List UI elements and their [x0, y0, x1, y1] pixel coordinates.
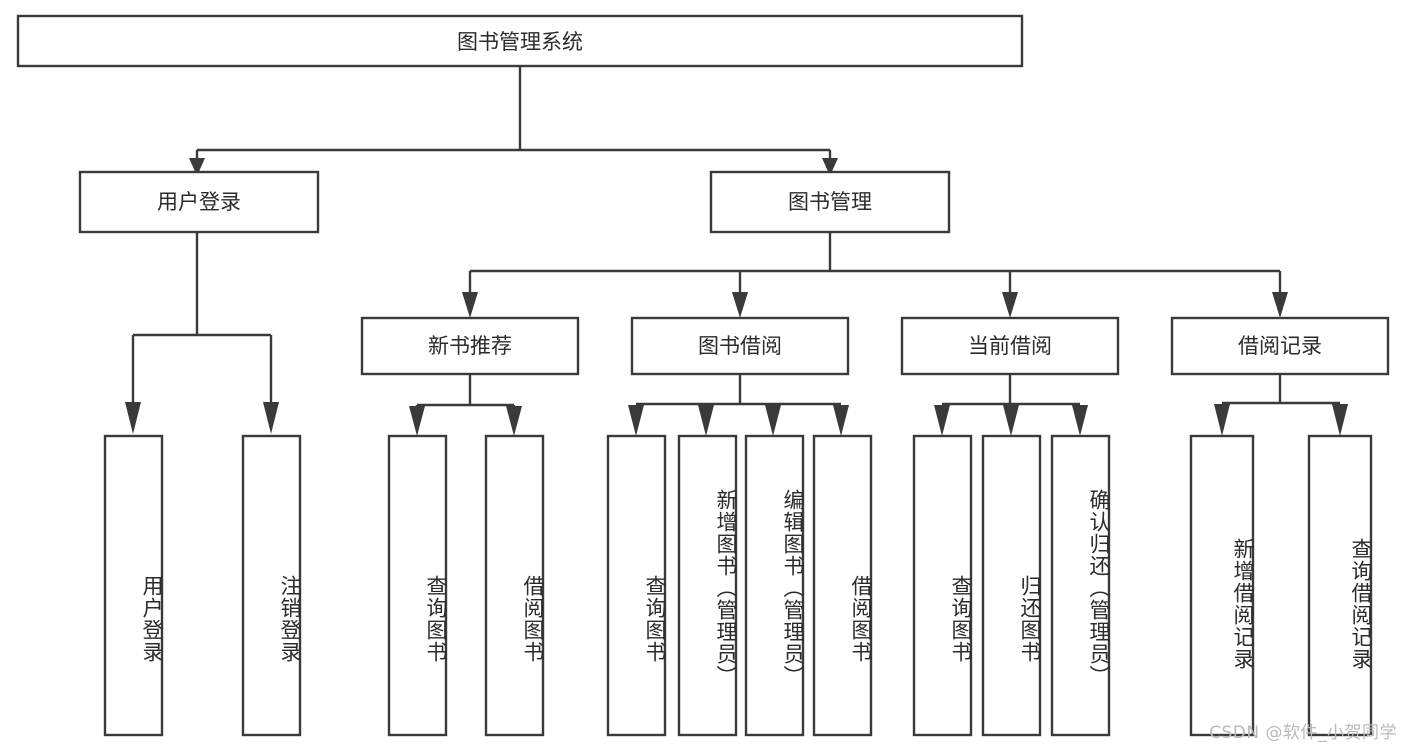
node-root-label: 图书管理系统: [457, 30, 583, 54]
arrowhead-dqjy-leaf3: [1072, 405, 1088, 436]
node-book-management-label: 图书管理: [788, 190, 872, 214]
arrowhead-tsjy-leaf2: [698, 405, 714, 436]
node-new-book-recommend-label: 新书推荐: [428, 334, 512, 358]
node-user-login-box[interactable]: [78, 170, 320, 234]
arrowhead-zhuxiaodenglu: [263, 402, 279, 434]
node-root-box[interactable]: [16, 14, 1024, 68]
arrowhead-xst-leaf2: [506, 406, 522, 436]
arrowhead-yonghudenglu: [125, 402, 141, 434]
node-leaf-user-login-box[interactable]: [103, 434, 164, 737]
watermark-text: CSDN @软件_小贺同学: [1209, 723, 1397, 743]
edges-group: [125, 66, 1348, 436]
arrowhead-tsjy-leaf4: [833, 405, 849, 436]
node-user-login-label: 用户登录: [157, 190, 241, 214]
arrowhead-tsjy-leaf1: [628, 405, 644, 436]
node-leaf-tsjy-query-book-box[interactable]: [606, 434, 667, 737]
node-leaf-xst-query-book-box[interactable]: [387, 434, 448, 737]
node-borrow-records-box[interactable]: [1170, 316, 1390, 376]
node-leaf-tsjy-add-book-box[interactable]: [677, 434, 738, 737]
node-leaf-dqjy-return-book-box[interactable]: [981, 434, 1042, 737]
arrowhead-dqjy-leaf1: [934, 405, 950, 436]
node-book-borrow-label: 图书借阅: [698, 334, 782, 358]
node-leaf-tsjy-edit-book-box[interactable]: [744, 434, 805, 737]
arrowhead-tsjy-leaf3: [765, 405, 781, 436]
arrowhead-jyjl-leaf2: [1332, 404, 1348, 436]
arrowhead-dqjy-leaf2: [1003, 405, 1019, 436]
node-book-management-box[interactable]: [709, 170, 951, 234]
node-leaf-logout-box[interactable]: [241, 434, 302, 737]
node-book-borrow-box[interactable]: [630, 316, 850, 376]
node-leaf-xst-borrow-book-box[interactable]: [484, 434, 545, 737]
node-leaf-dqjy-confirm-return-box[interactable]: [1050, 434, 1111, 737]
node-borrow-records-label: 借阅记录: [1238, 334, 1322, 358]
arrowhead-xst-leaf1: [409, 406, 425, 436]
arrowhead-jieyuejilu: [1272, 292, 1288, 318]
node-leaf-tsjy-borrow-book-box[interactable]: [812, 434, 873, 737]
node-leaf-jyjl-query-record-box[interactable]: [1307, 434, 1373, 737]
arrowhead-dangqianjieyue: [1002, 292, 1018, 318]
arrowhead-jyjl-leaf1: [1214, 404, 1230, 436]
node-current-borrow-label: 当前借阅: [968, 334, 1052, 358]
arrowhead-tushujieyue: [732, 292, 748, 318]
nodes-group: 图书管理系统 用户登录 图书管理 新书推荐 图书借阅 当前借阅 借阅记录: [16, 14, 1390, 737]
node-leaf-jyjl-add-record-box[interactable]: [1189, 434, 1255, 737]
arrowhead-userlogin: [189, 158, 205, 176]
node-new-book-recommend-box[interactable]: [360, 316, 580, 376]
node-leaf-dqjy-query-book-box[interactable]: [912, 434, 973, 737]
node-current-borrow-box[interactable]: [900, 316, 1120, 376]
arrowhead-xinshutuijian: [462, 292, 478, 318]
arrowhead-bookmgmt: [822, 158, 838, 176]
